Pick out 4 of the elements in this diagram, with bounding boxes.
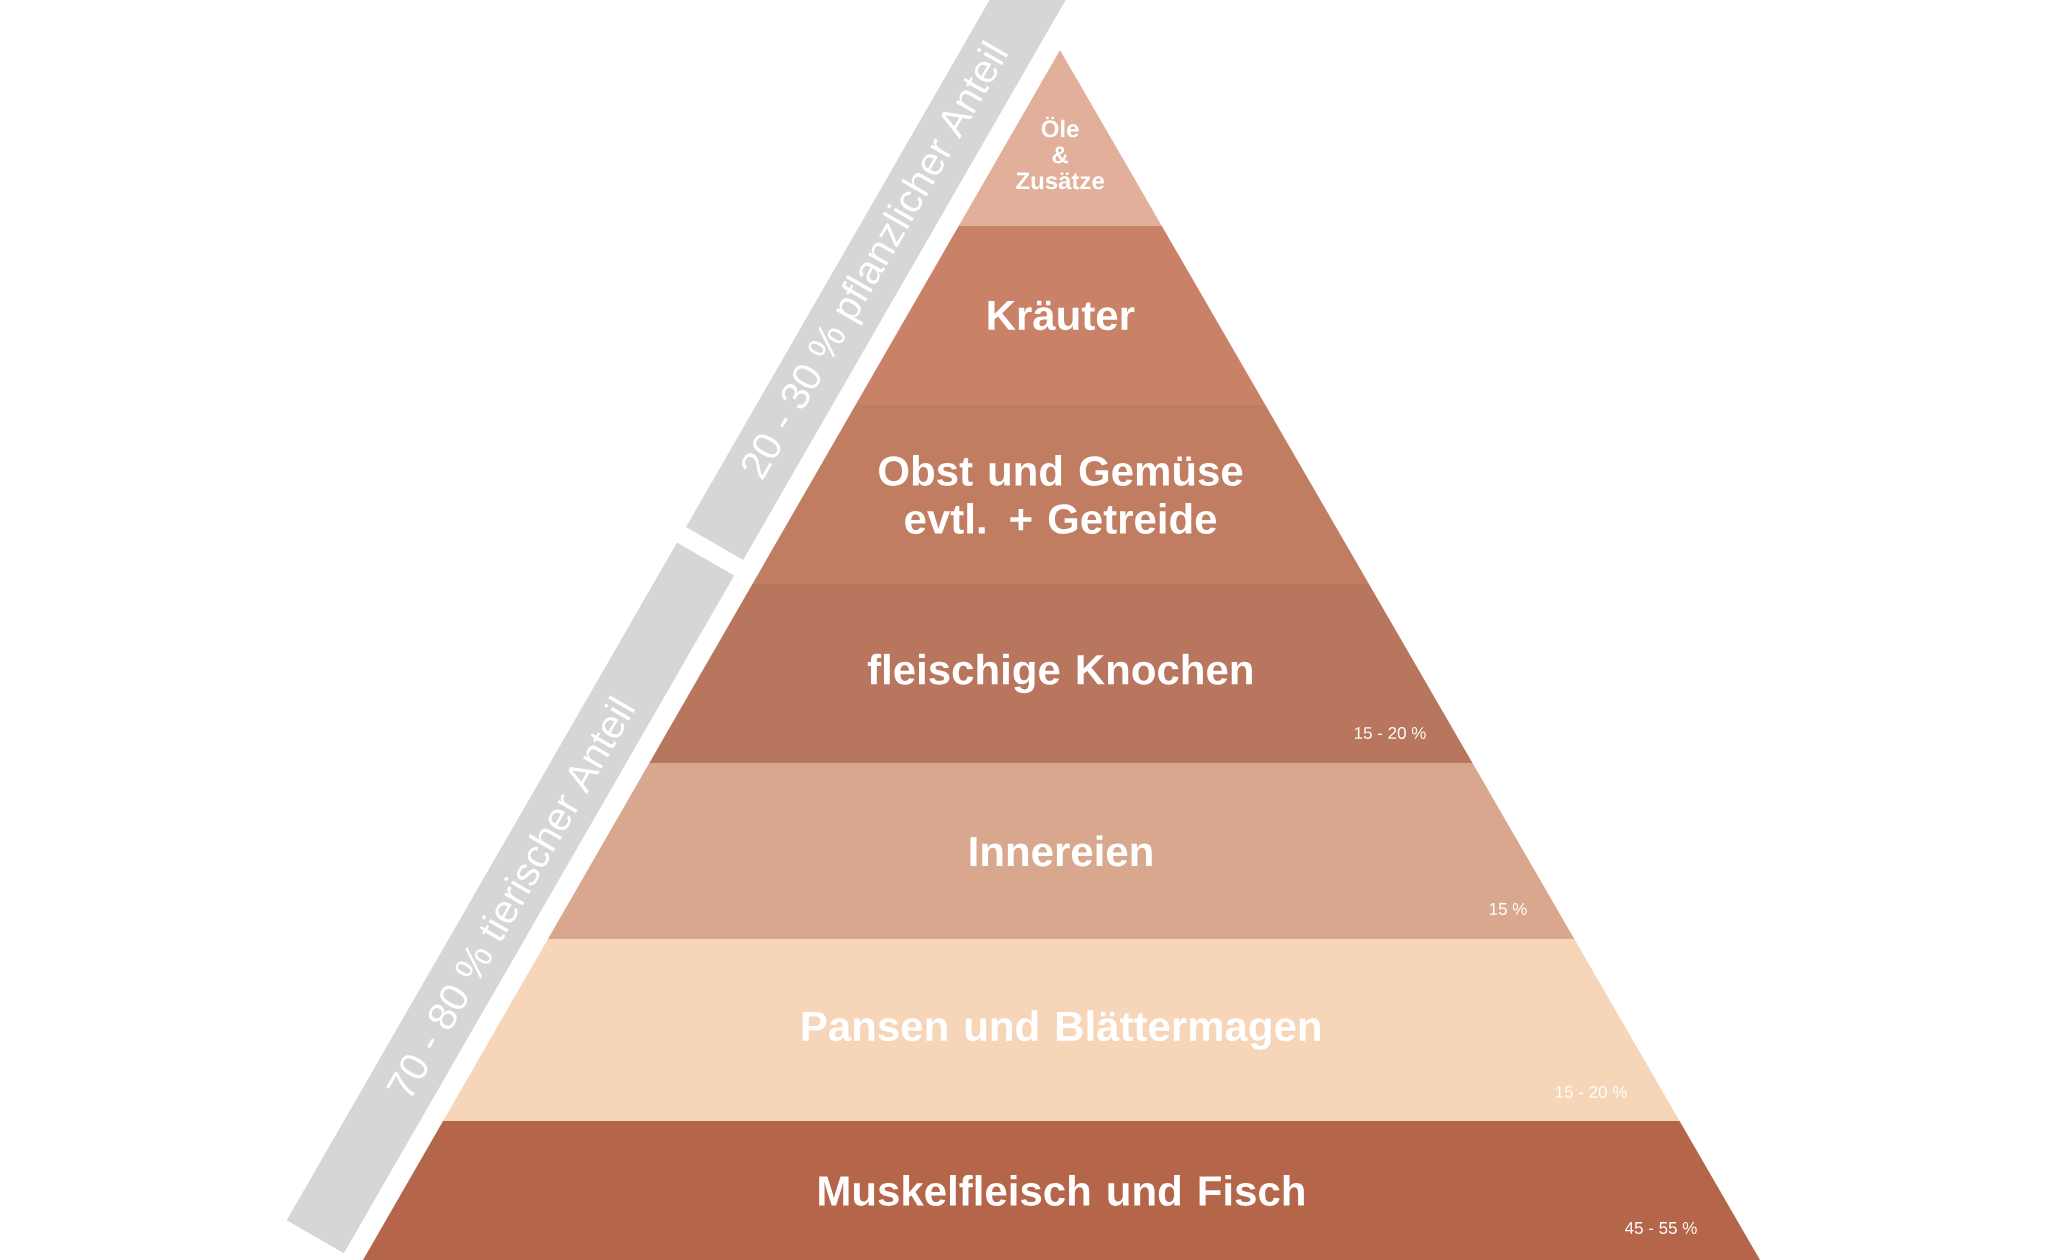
pyramid-band: Kräuter (855, 226, 1266, 405)
pyramid-band: fleischige Knochen 15 - 20 % (649, 584, 1473, 763)
pyramid-band: Muskelfleisch und Fisch 45 - 55 % (363, 1121, 1760, 1260)
pyramid-band: Innereien 15 % (547, 763, 1575, 939)
